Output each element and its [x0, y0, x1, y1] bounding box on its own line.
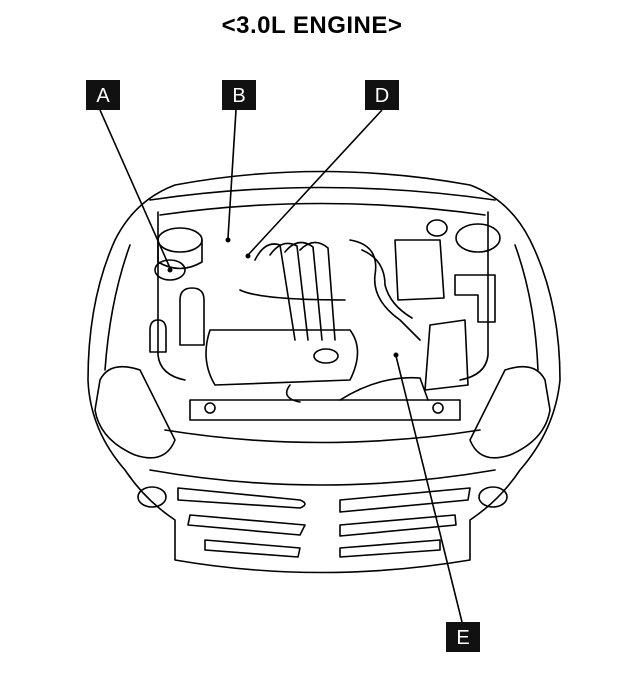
label-a-text: A: [96, 85, 110, 107]
label-a: A: [86, 80, 120, 110]
leader-line-d: [247, 109, 383, 256]
leader-line-b: [227, 109, 237, 239]
label-b-text: B: [232, 85, 245, 107]
diagram-title: <3.0L ENGINE>: [221, 12, 403, 39]
label-b: B: [222, 80, 256, 110]
label-e-text: E: [456, 627, 469, 649]
car-front-drawing: [87, 170, 561, 574]
label-d-text: D: [375, 85, 389, 107]
label-d: D: [365, 80, 399, 110]
label-e: E: [446, 622, 480, 652]
leader-line-a: [99, 109, 171, 269]
leader-dots: [167, 237, 399, 358]
leader-line-e: [395, 355, 463, 623]
leader-lines: [99, 109, 463, 623]
